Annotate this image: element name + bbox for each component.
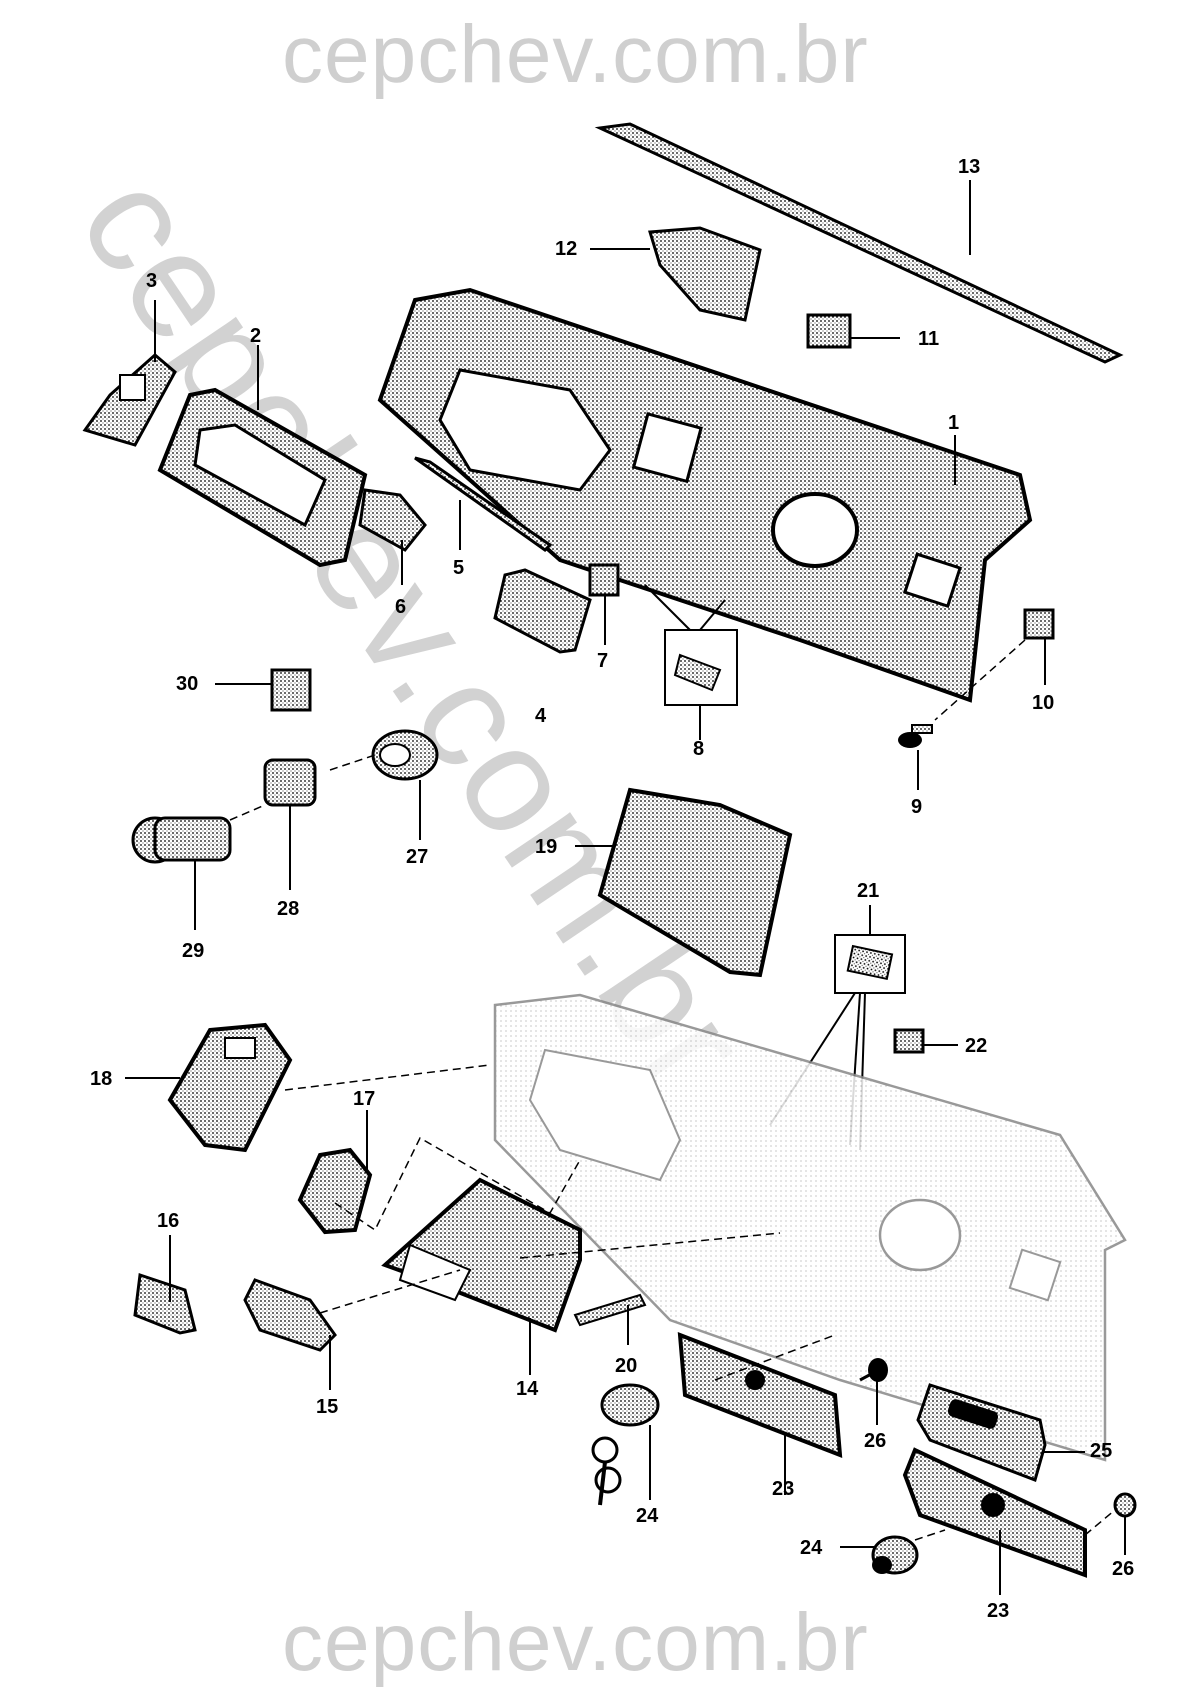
callout-26-upper: 26 <box>864 1430 887 1452</box>
part-20-spring <box>573 1293 647 1327</box>
callout-12: 12 <box>555 238 578 260</box>
part-1-dashboard-panel <box>377 287 1033 703</box>
part-11-clip <box>806 313 852 349</box>
callout-17: 17 <box>353 1088 376 1110</box>
callout-26-lower: 26 <box>1112 1558 1135 1580</box>
assembly-line-26b <box>1084 1509 1116 1536</box>
part-26-screw-upper <box>859 1358 888 1382</box>
assembly-line-14 <box>519 1232 781 1259</box>
assembly-line-24b <box>914 1529 946 1541</box>
assembly-line-10-9 <box>934 639 1026 721</box>
assembly-line-15 <box>319 1269 461 1314</box>
callout-22: 22 <box>965 1035 988 1057</box>
callout-9: 9 <box>911 796 923 818</box>
part-4-grille <box>493 568 592 654</box>
callout-14: 14 <box>516 1378 539 1400</box>
assembly-line-29-28 <box>229 804 266 821</box>
callout-2: 2 <box>250 325 262 347</box>
part-3-switch-panel <box>82 353 177 447</box>
ghost-dashboard-assembly <box>493 993 1127 1462</box>
part-23-glovebox-door-lower <box>902 1447 1087 1578</box>
callout-23-lower: 23 <box>987 1600 1010 1622</box>
part-19-storage-bin <box>597 787 793 978</box>
part-21-bracket-box <box>769 934 906 1151</box>
callout-5: 5 <box>453 557 465 579</box>
callout-27: 27 <box>406 846 429 868</box>
part-5-trim-strip <box>414 456 553 552</box>
callout-15: 15 <box>316 1396 339 1418</box>
part-26-screw-lower <box>1113 1492 1137 1518</box>
part-6-hazard-switch <box>358 488 427 552</box>
part-29-cigarette-lighter <box>131 816 232 864</box>
callout-7: 7 <box>597 650 609 672</box>
part-14-center-bezel <box>381 1177 582 1333</box>
part-23-glovebox-door-upper <box>677 1331 843 1459</box>
callout-8: 8 <box>693 738 705 760</box>
part-27-lighter-socket <box>371 729 439 781</box>
part-18-side-vent <box>167 1022 293 1153</box>
callout-23-upper: 23 <box>772 1478 795 1500</box>
part-10-clip <box>1023 608 1055 640</box>
assembly-line-17 <box>334 1136 581 1232</box>
callout-30: 30 <box>176 673 199 695</box>
callout-6: 6 <box>395 596 407 618</box>
part-7-clip <box>588 563 620 597</box>
callout-13: 13 <box>958 156 981 178</box>
callout-3: 3 <box>146 270 158 292</box>
part-24-glovebox-lock-lower <box>871 1535 919 1575</box>
part-24-glovebox-lock-with-keys <box>591 1383 660 1506</box>
assembly-line-18 <box>284 1064 491 1091</box>
part-17-center-vent <box>297 1147 373 1235</box>
callout-10: 10 <box>1032 692 1055 714</box>
part-2-instrument-bezel <box>157 387 368 568</box>
part-30-clip <box>270 668 312 712</box>
callout-25: 25 <box>1090 1440 1113 1462</box>
callout-24-lower: 24 <box>800 1537 823 1559</box>
watermark-top: cepchev.com.br <box>282 9 869 100</box>
part-25-glovebox-insert <box>916 1383 1047 1482</box>
callout-20: 20 <box>615 1355 638 1377</box>
callout-19: 19 <box>535 836 558 858</box>
part-22-clip <box>893 1028 925 1054</box>
callout-28: 28 <box>277 898 300 920</box>
callout-18: 18 <box>90 1068 113 1090</box>
callout-11: 11 <box>918 328 940 350</box>
watermark-bottom: cepchev.com.br <box>282 1597 869 1688</box>
part-15-switch-panel <box>243 1278 337 1352</box>
assembly-line-28-27 <box>329 754 376 771</box>
part-9-screw <box>898 724 933 748</box>
callout-4: 4 <box>535 705 547 727</box>
part-8-bracket-box <box>644 584 738 706</box>
callout-1: 1 <box>948 412 960 434</box>
assembly-line-23a <box>714 1334 836 1381</box>
callout-29: 29 <box>182 940 205 962</box>
callout-16: 16 <box>157 1210 180 1232</box>
part-12-center-vent <box>648 226 762 322</box>
callout-24-upper: 24 <box>636 1505 659 1527</box>
callout-21: 21 <box>857 880 880 902</box>
part-28-lighter-housing <box>263 758 317 807</box>
part-13-dash-top-strip <box>594 122 1124 364</box>
part-16-switch-blank <box>133 1272 197 1335</box>
